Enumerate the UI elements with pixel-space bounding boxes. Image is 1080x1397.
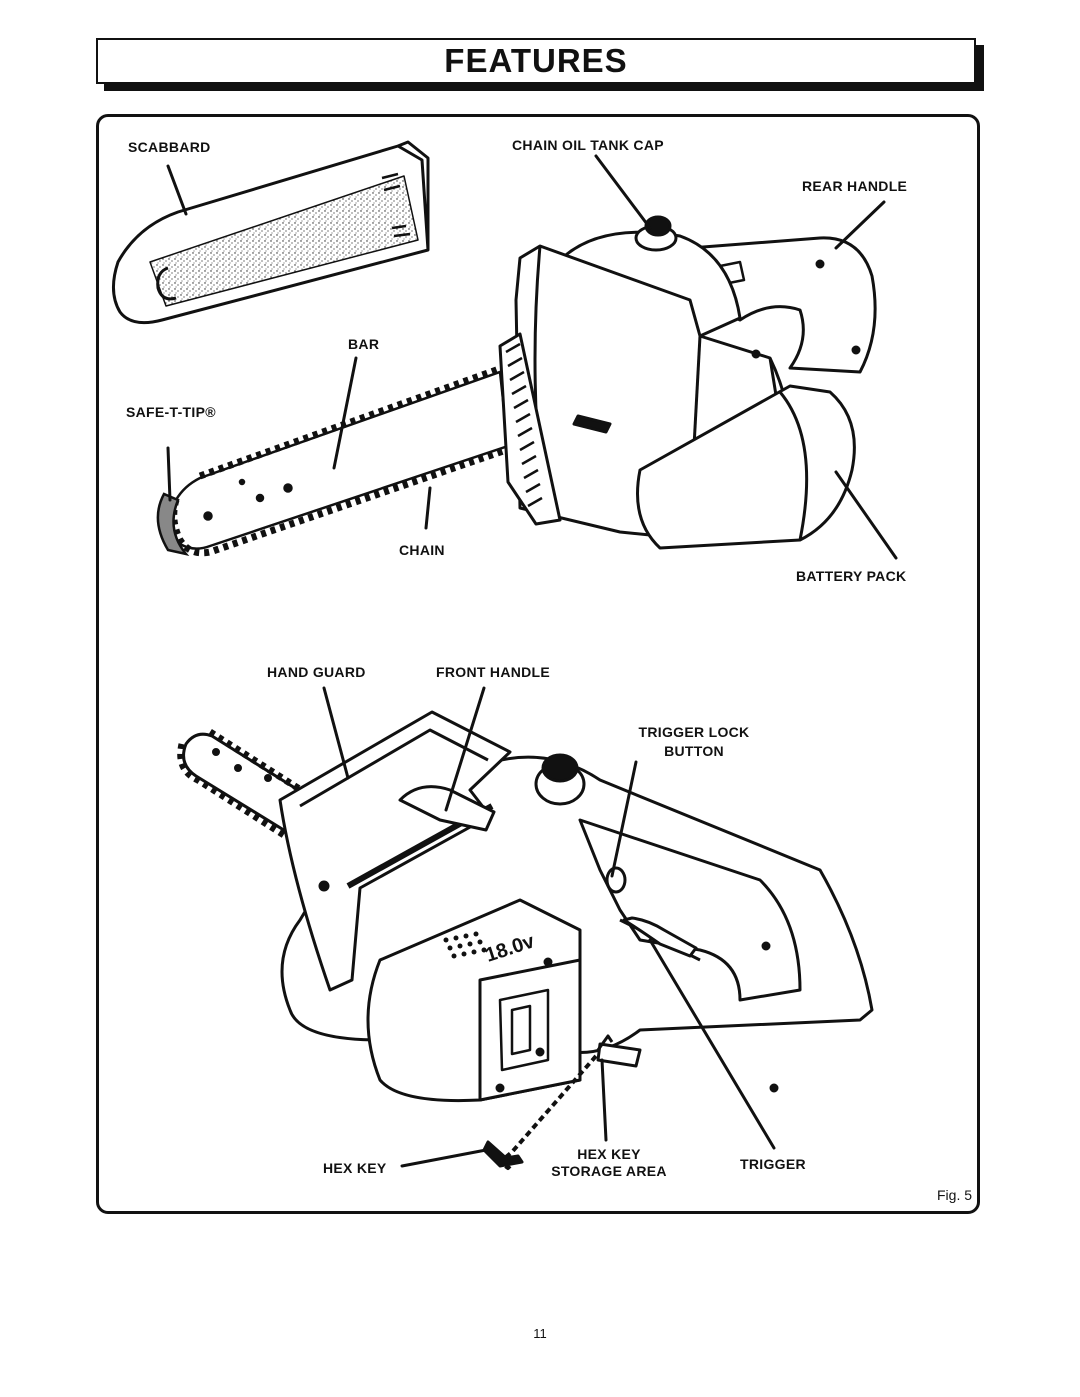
label-hex-key-storage-line1: HEX KEY <box>577 1146 641 1162</box>
label-trigger-lock-button: TRIGGER LOCK BUTTON <box>634 724 754 759</box>
figure-caption: Fig. 5 <box>937 1187 973 1203</box>
top-guide-bar <box>156 364 514 557</box>
features-title-banner: FEATURES <box>96 38 984 91</box>
label-chain-oil-tank-cap: CHAIN OIL TANK CAP <box>512 137 664 153</box>
label-trigger-lock-line2: BUTTON <box>664 743 724 759</box>
figure-frame <box>96 114 980 1214</box>
label-hex-key-storage-area: HEX KEY STORAGE AREA <box>546 1146 672 1179</box>
label-chain: CHAIN <box>399 542 445 558</box>
label-trigger: TRIGGER <box>740 1156 806 1172</box>
label-rear-handle: REAR HANDLE <box>802 178 908 194</box>
label-trigger-lock-line1: TRIGGER LOCK <box>638 724 750 740</box>
label-scabbard: SCABBARD <box>128 139 211 155</box>
bottom-saw-drawing <box>177 710 874 1170</box>
label-bar: BAR <box>348 336 380 352</box>
leader-lines <box>166 154 898 1168</box>
page-title: FEATURES <box>444 42 628 79</box>
label-front-handle: FRONT HANDLE <box>436 664 551 680</box>
label-safe-t-tip: SAFE-T-TIP® <box>126 404 216 420</box>
label-hex-key-storage-line2: STORAGE AREA <box>551 1163 667 1179</box>
label-hex-key: HEX KEY <box>323 1160 387 1176</box>
label-hand-guard: HAND GUARD <box>267 664 366 680</box>
label-battery-pack: BATTERY PACK <box>796 568 907 584</box>
scabbard-drawing <box>112 140 430 325</box>
page-number: 11 <box>533 1326 547 1341</box>
top-saw-body <box>498 215 877 550</box>
title-box: FEATURES <box>96 38 976 84</box>
